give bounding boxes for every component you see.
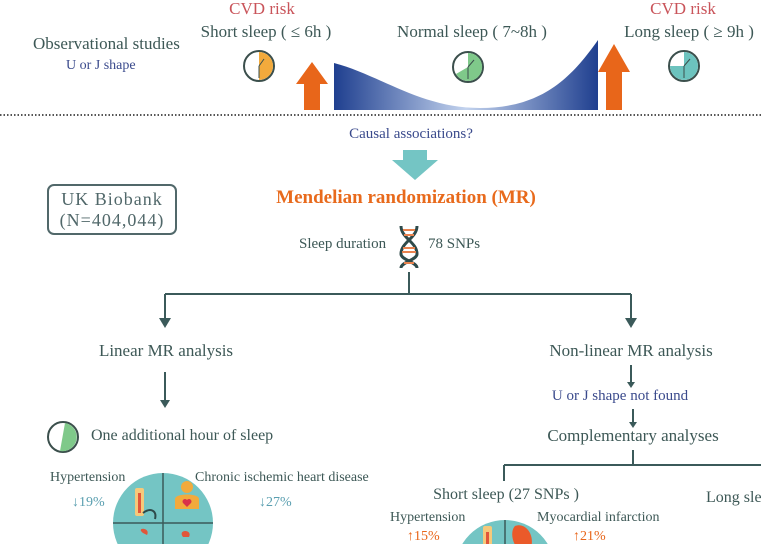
- cohort-box: UK Biobank (N=404,044): [47, 184, 177, 235]
- u-shape-curve: [334, 40, 598, 110]
- short-sleep-outcomes-pie: [462, 520, 548, 544]
- cvd-risk-label-right: CVD risk: [650, 0, 716, 18]
- cohort-size: (N=404,044): [59, 210, 165, 230]
- short-outcome-mi-change: ↑21%: [573, 529, 606, 544]
- observational-shape-label: U or J shape: [66, 58, 136, 73]
- exposure-label: Sleep duration: [299, 236, 387, 252]
- observational-studies-label: Observational studies: [33, 34, 180, 53]
- heart-person-icon: [175, 481, 199, 509]
- causal-down-arrow-icon: [392, 150, 438, 180]
- cohort-name: UK Biobank: [61, 189, 163, 209]
- linear-outcome-chd-change: ↓27%: [259, 495, 292, 510]
- normal-sleep-label: Normal sleep ( 7~8h ): [397, 22, 547, 41]
- nonlinear-result-label: U or J shape not found: [551, 388, 689, 404]
- linear-outcome-hypertension: Hypertension: [50, 470, 126, 485]
- linear-outcome-chd: Chronic ischemic heart disease: [195, 470, 369, 485]
- long-sleep-label: Long sleep ( ≥ 9h ): [624, 22, 754, 41]
- causal-question-label: Causal associations?: [349, 126, 473, 142]
- short-outcome-hypertension: Hypertension: [390, 510, 466, 525]
- heart-icon: [181, 531, 190, 537]
- additional-hour-clock-icon: [47, 421, 79, 453]
- flow-connectors: [164, 272, 761, 481]
- arrowhead-icon: [629, 422, 637, 428]
- short-sleep-label: Short sleep ( ≤ 6h ): [200, 22, 332, 41]
- nonlinear-mr-title: Non-linear MR analysis: [549, 341, 713, 360]
- linear-outcome-hypertension-change: ↓19%: [72, 495, 105, 510]
- risk-arrow-up-icon: [598, 44, 630, 110]
- normal-sleep-clock-icon: [452, 51, 484, 83]
- linear-mr-title: Linear MR analysis: [98, 341, 234, 360]
- dna-icon: [399, 225, 419, 269]
- thermometer-icon: [135, 488, 157, 520]
- arrowhead-icon: [159, 318, 171, 328]
- short-outcome-hypertension-change: ↑15%: [407, 529, 440, 544]
- organ-icon: [140, 528, 148, 535]
- long-sleep-snps-title: Long slee: [706, 489, 761, 506]
- arrowhead-icon: [625, 318, 637, 328]
- thermometer-icon: [483, 526, 492, 544]
- complementary-analyses-label: Complementary analyses: [547, 426, 719, 445]
- short-outcome-mi: Myocardial infarction: [537, 510, 660, 525]
- mr-title: Mendelian randomization (MR): [276, 187, 536, 208]
- long-sleep-clock-icon: [668, 50, 700, 82]
- heart-organ-icon: [512, 525, 532, 544]
- short-sleep-snps-title: Short sleep (27 SNPs ): [433, 486, 579, 503]
- additional-hour-label: One additional hour of sleep: [91, 427, 274, 444]
- cvd-risk-label-left: CVD risk: [229, 0, 295, 18]
- snp-count-label: 78 SNPs: [428, 236, 481, 252]
- linear-outcomes-pie: [113, 473, 213, 544]
- arrowhead-icon: [627, 382, 635, 388]
- arrowhead-icon: [160, 400, 170, 408]
- risk-arrow-up-icon: [296, 62, 328, 110]
- short-sleep-clock-icon: [243, 50, 275, 82]
